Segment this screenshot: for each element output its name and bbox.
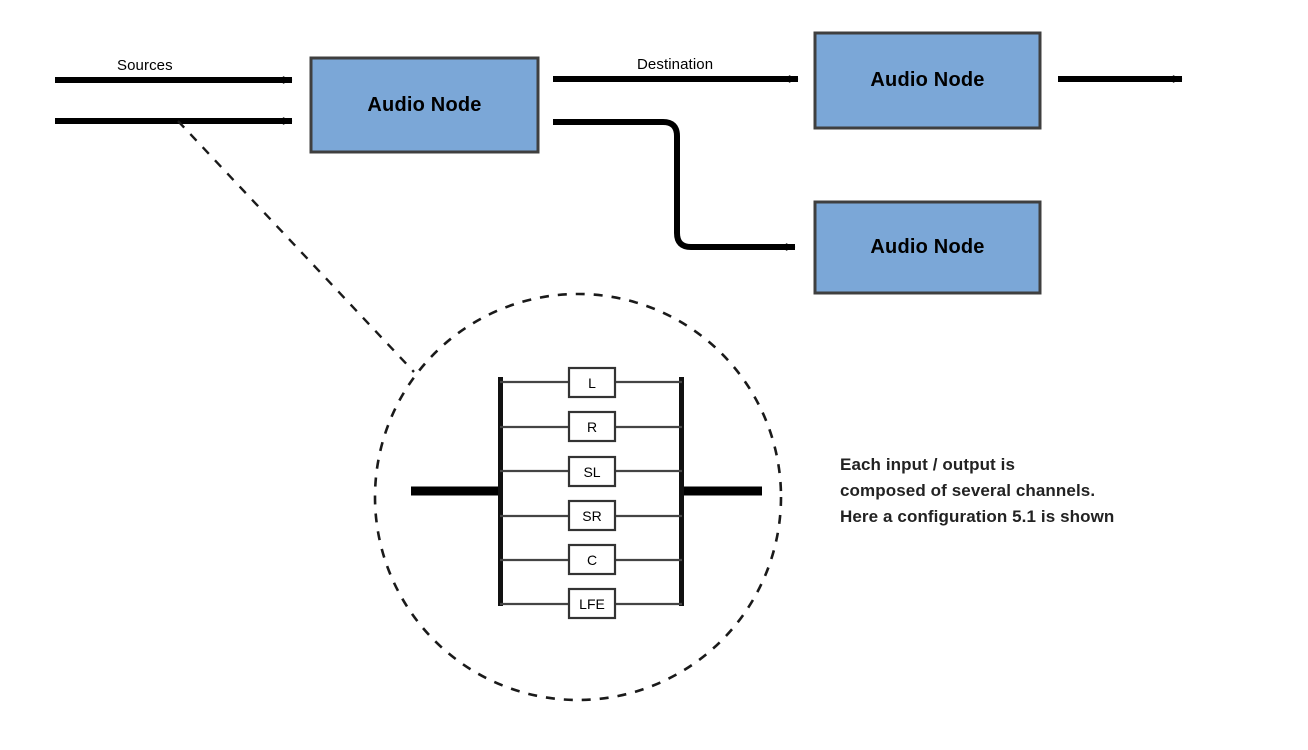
channel-box-r [567, 410, 617, 443]
channel-label-c: C [586, 551, 598, 568]
channel-box-lfe [567, 587, 617, 620]
magnifier-circle [373, 292, 783, 702]
channel-label-r: R [586, 418, 598, 435]
elbow-connector-arrow [553, 119, 796, 251]
callout-leader-line [177, 120, 415, 373]
channel-label-sl: SL [583, 463, 601, 480]
audio-node-box-3[interactable] [813, 200, 1042, 295]
audio-node-label-2: Audio Node [870, 69, 985, 91]
audio-node-box-1[interactable] [309, 56, 540, 154]
channel-label-l: L [588, 374, 596, 391]
sources-label: Sources [117, 57, 173, 74]
audio-node-label-1: Audio Node [367, 93, 482, 116]
destination-label: Destination [637, 56, 714, 73]
channel-label-lfe: LFE [579, 595, 605, 612]
channel-label-sr: SR [582, 507, 602, 524]
audio-node-box-2[interactable] [813, 31, 1042, 130]
audio-node-label-3: Audio Node [870, 236, 985, 258]
explanatory-caption: Each input / output is composed of sever… [840, 455, 1115, 526]
channel-box-c [567, 543, 617, 576]
channel-box-l [567, 366, 617, 399]
channel-boxes [567, 366, 617, 620]
channel-box-sl [567, 455, 617, 488]
channel-box-sr [567, 499, 617, 532]
